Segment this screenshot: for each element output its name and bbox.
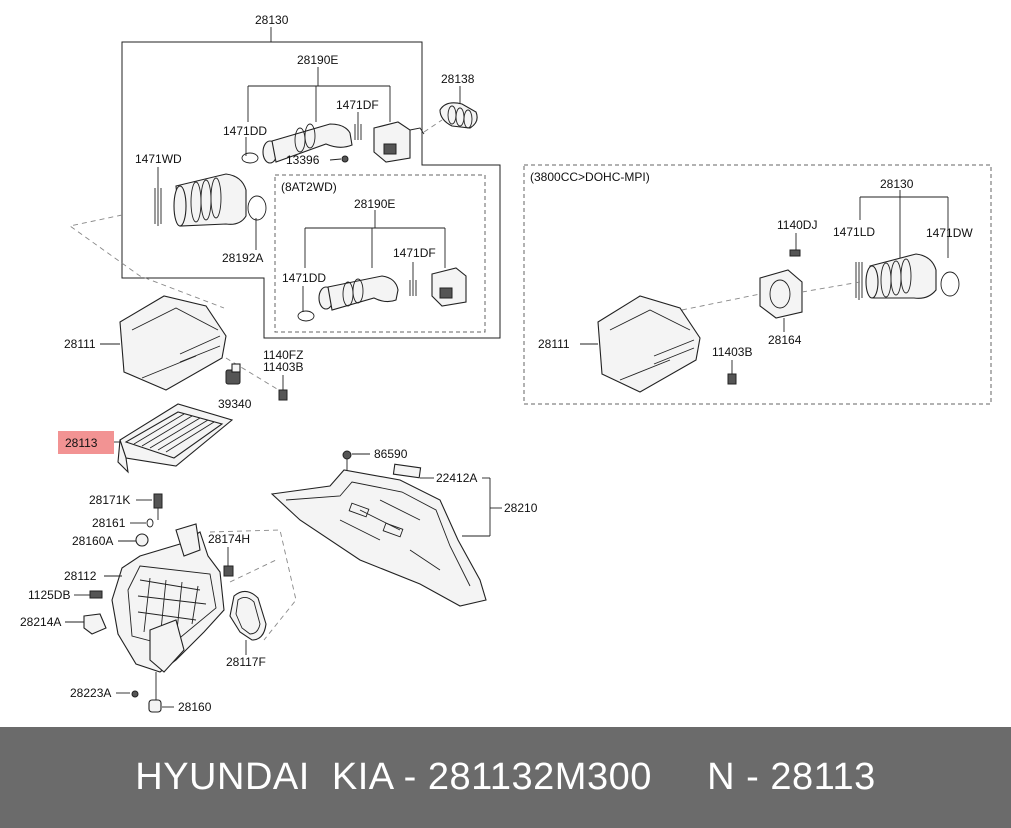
air-cleaner-cover-right: [597, 295, 701, 393]
label-plate-22412a: [392, 463, 422, 479]
part-number-text: HYUNDAI KIA - 281132M300 N - 28113: [135, 756, 876, 798]
label-28190e-top: 28190E: [297, 53, 338, 67]
air-flow-housing-upper: [373, 121, 425, 163]
parts-diagram: 28130 (8AT2WD) (3800CC>DOHC-MPI) 28190E …: [20, 13, 992, 714]
part-28174h: [223, 565, 234, 577]
intake-duct-right: [865, 253, 960, 299]
label-1471dd-top: 1471DD: [223, 124, 267, 138]
label-28192a: 28192A: [222, 251, 263, 265]
gasket-28117f: [229, 590, 267, 641]
label-28223a: 28223A: [70, 686, 111, 700]
assembly-box-28130: [121, 41, 501, 339]
label-28160: 28160: [178, 700, 212, 714]
label-28171k: 28171K: [89, 493, 130, 507]
label-22412a: 22412A: [436, 471, 477, 485]
bolt-1125db: [89, 590, 103, 599]
label-1471df-top: 1471DF: [336, 98, 379, 112]
label-28130-top: 28130: [255, 13, 289, 27]
part-number-banner: HYUNDAI KIA - 281132M300 N - 28113: [0, 727, 1011, 828]
intake-duct-lower: [173, 173, 267, 250]
label-11403b-right: 11403B: [712, 345, 752, 359]
label-1471wd: 1471WD: [135, 152, 182, 166]
air-flow-housing-8at2wd: [431, 267, 467, 307]
air-filter-element-28113[interactable]: [117, 403, 234, 474]
bracket-28214a: [83, 613, 107, 635]
highlight-28113: [58, 431, 114, 454]
label-3800cc: (3800CC>DOHC-MPI): [530, 170, 650, 184]
label-1140fz: 1140FZ: [263, 348, 303, 362]
grommet-28160a: [135, 533, 149, 547]
label-1471ld: 1471LD: [833, 225, 875, 239]
intake-duct-8at2wd: [318, 275, 399, 311]
grommet-28160: [148, 699, 162, 713]
label-11403b: 11403B: [263, 360, 303, 374]
label-28164: 28164: [768, 333, 802, 347]
label-28117f: 28117F: [226, 655, 266, 669]
label-28190e-inner: 28190E: [354, 197, 395, 211]
label-86590: 86590: [374, 447, 408, 461]
hose-28138: [423, 86, 478, 133]
label-1471dd-inner: 1471DD: [282, 271, 326, 285]
label-1471df-inner: 1471DF: [393, 246, 436, 260]
label-28214a: 28214A: [20, 615, 61, 629]
label-1471dw: 1471DW: [926, 226, 973, 240]
label-8at2wd: (8AT2WD): [281, 180, 337, 194]
part-28171k: [153, 493, 163, 509]
label-28160a: 28160A: [72, 534, 113, 548]
air-cleaner-cover-28111: [119, 295, 227, 391]
intake-duct-upper: [262, 123, 353, 164]
label-28138: 28138: [441, 72, 475, 86]
label-1125db: 1125DB: [28, 588, 70, 602]
label-39340: 39340: [218, 397, 252, 411]
label-28161: 28161: [92, 516, 126, 530]
variant-box-8at2wd: [274, 174, 486, 333]
variant-box-3800cc: [523, 164, 992, 405]
label-28113: 28113: [65, 436, 98, 450]
label-28111: 28111: [64, 337, 96, 351]
air-cleaner-body-28112: [111, 523, 225, 673]
label-28174h: 28174H: [208, 532, 250, 546]
label-28111-right: 28111: [538, 337, 570, 351]
label-13396: 13396: [286, 153, 320, 167]
mass-air-flow-sensor-28164: [759, 269, 803, 332]
sensor-39340: [225, 363, 241, 385]
air-guide-28210: [270, 469, 487, 607]
label-28130-right: 28130: [880, 177, 914, 191]
label-1140dj: 1140DJ: [777, 218, 817, 232]
label-28210: 28210: [504, 501, 538, 515]
label-28112: 28112: [64, 569, 97, 583]
